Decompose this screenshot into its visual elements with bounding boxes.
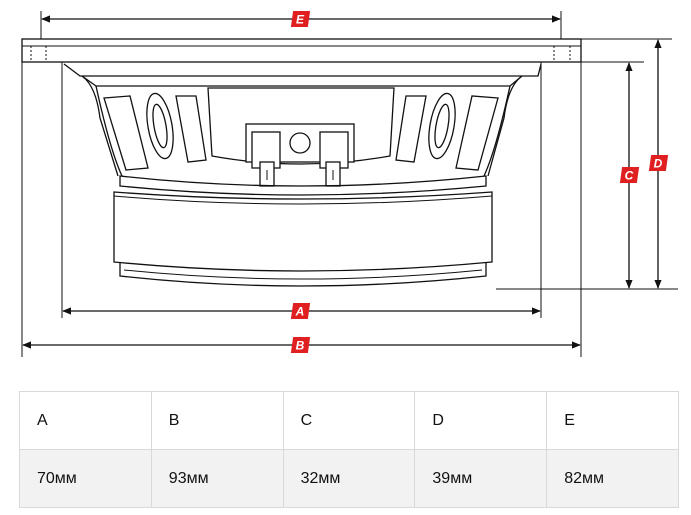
- svg-text:D: D: [654, 157, 663, 171]
- table-value-cell: 70мм: [19, 449, 152, 508]
- table-value-cell: 39мм: [414, 449, 548, 508]
- table-value-cell: 93мм: [150, 449, 284, 508]
- mounting-flange: [21, 38, 582, 63]
- dimensions-table: A B C D E 70мм 93мм 32мм 39мм 82мм: [19, 391, 679, 508]
- basket-window-right: [428, 92, 456, 160]
- table-header-cell: B: [150, 391, 284, 450]
- table-row: 70мм 93мм 32мм 39мм 82мм: [19, 449, 679, 508]
- table-value-cell: 32мм: [282, 449, 416, 508]
- svg-text:C: C: [625, 169, 634, 183]
- svg-text:B: B: [296, 339, 305, 353]
- table-header-cell: D: [414, 391, 548, 450]
- terminal-plate: [207, 87, 395, 165]
- label-b: B: [290, 337, 311, 353]
- basket-window-left: [146, 92, 174, 160]
- table-header-cell: E: [546, 391, 679, 450]
- label-a: A: [290, 303, 311, 319]
- table-header-cell: C: [282, 391, 416, 450]
- label-c: C: [619, 167, 640, 183]
- magnet: [113, 191, 493, 272]
- basket-rim: [63, 63, 542, 77]
- speaker-dimension-diagram: E A B C D: [21, 11, 678, 357]
- svg-text:E: E: [296, 13, 305, 27]
- label-e: E: [290, 11, 311, 27]
- magnet-top-plate: [119, 175, 487, 196]
- speaker-drawing: [21, 11, 678, 357]
- svg-text:A: A: [295, 305, 305, 319]
- table-value-cell: 82мм: [546, 449, 679, 508]
- table-header-row: A B C D E: [19, 391, 679, 450]
- label-d: D: [648, 155, 669, 171]
- table-header-cell: A: [19, 391, 152, 450]
- magnet-bottom-plate: [119, 262, 487, 287]
